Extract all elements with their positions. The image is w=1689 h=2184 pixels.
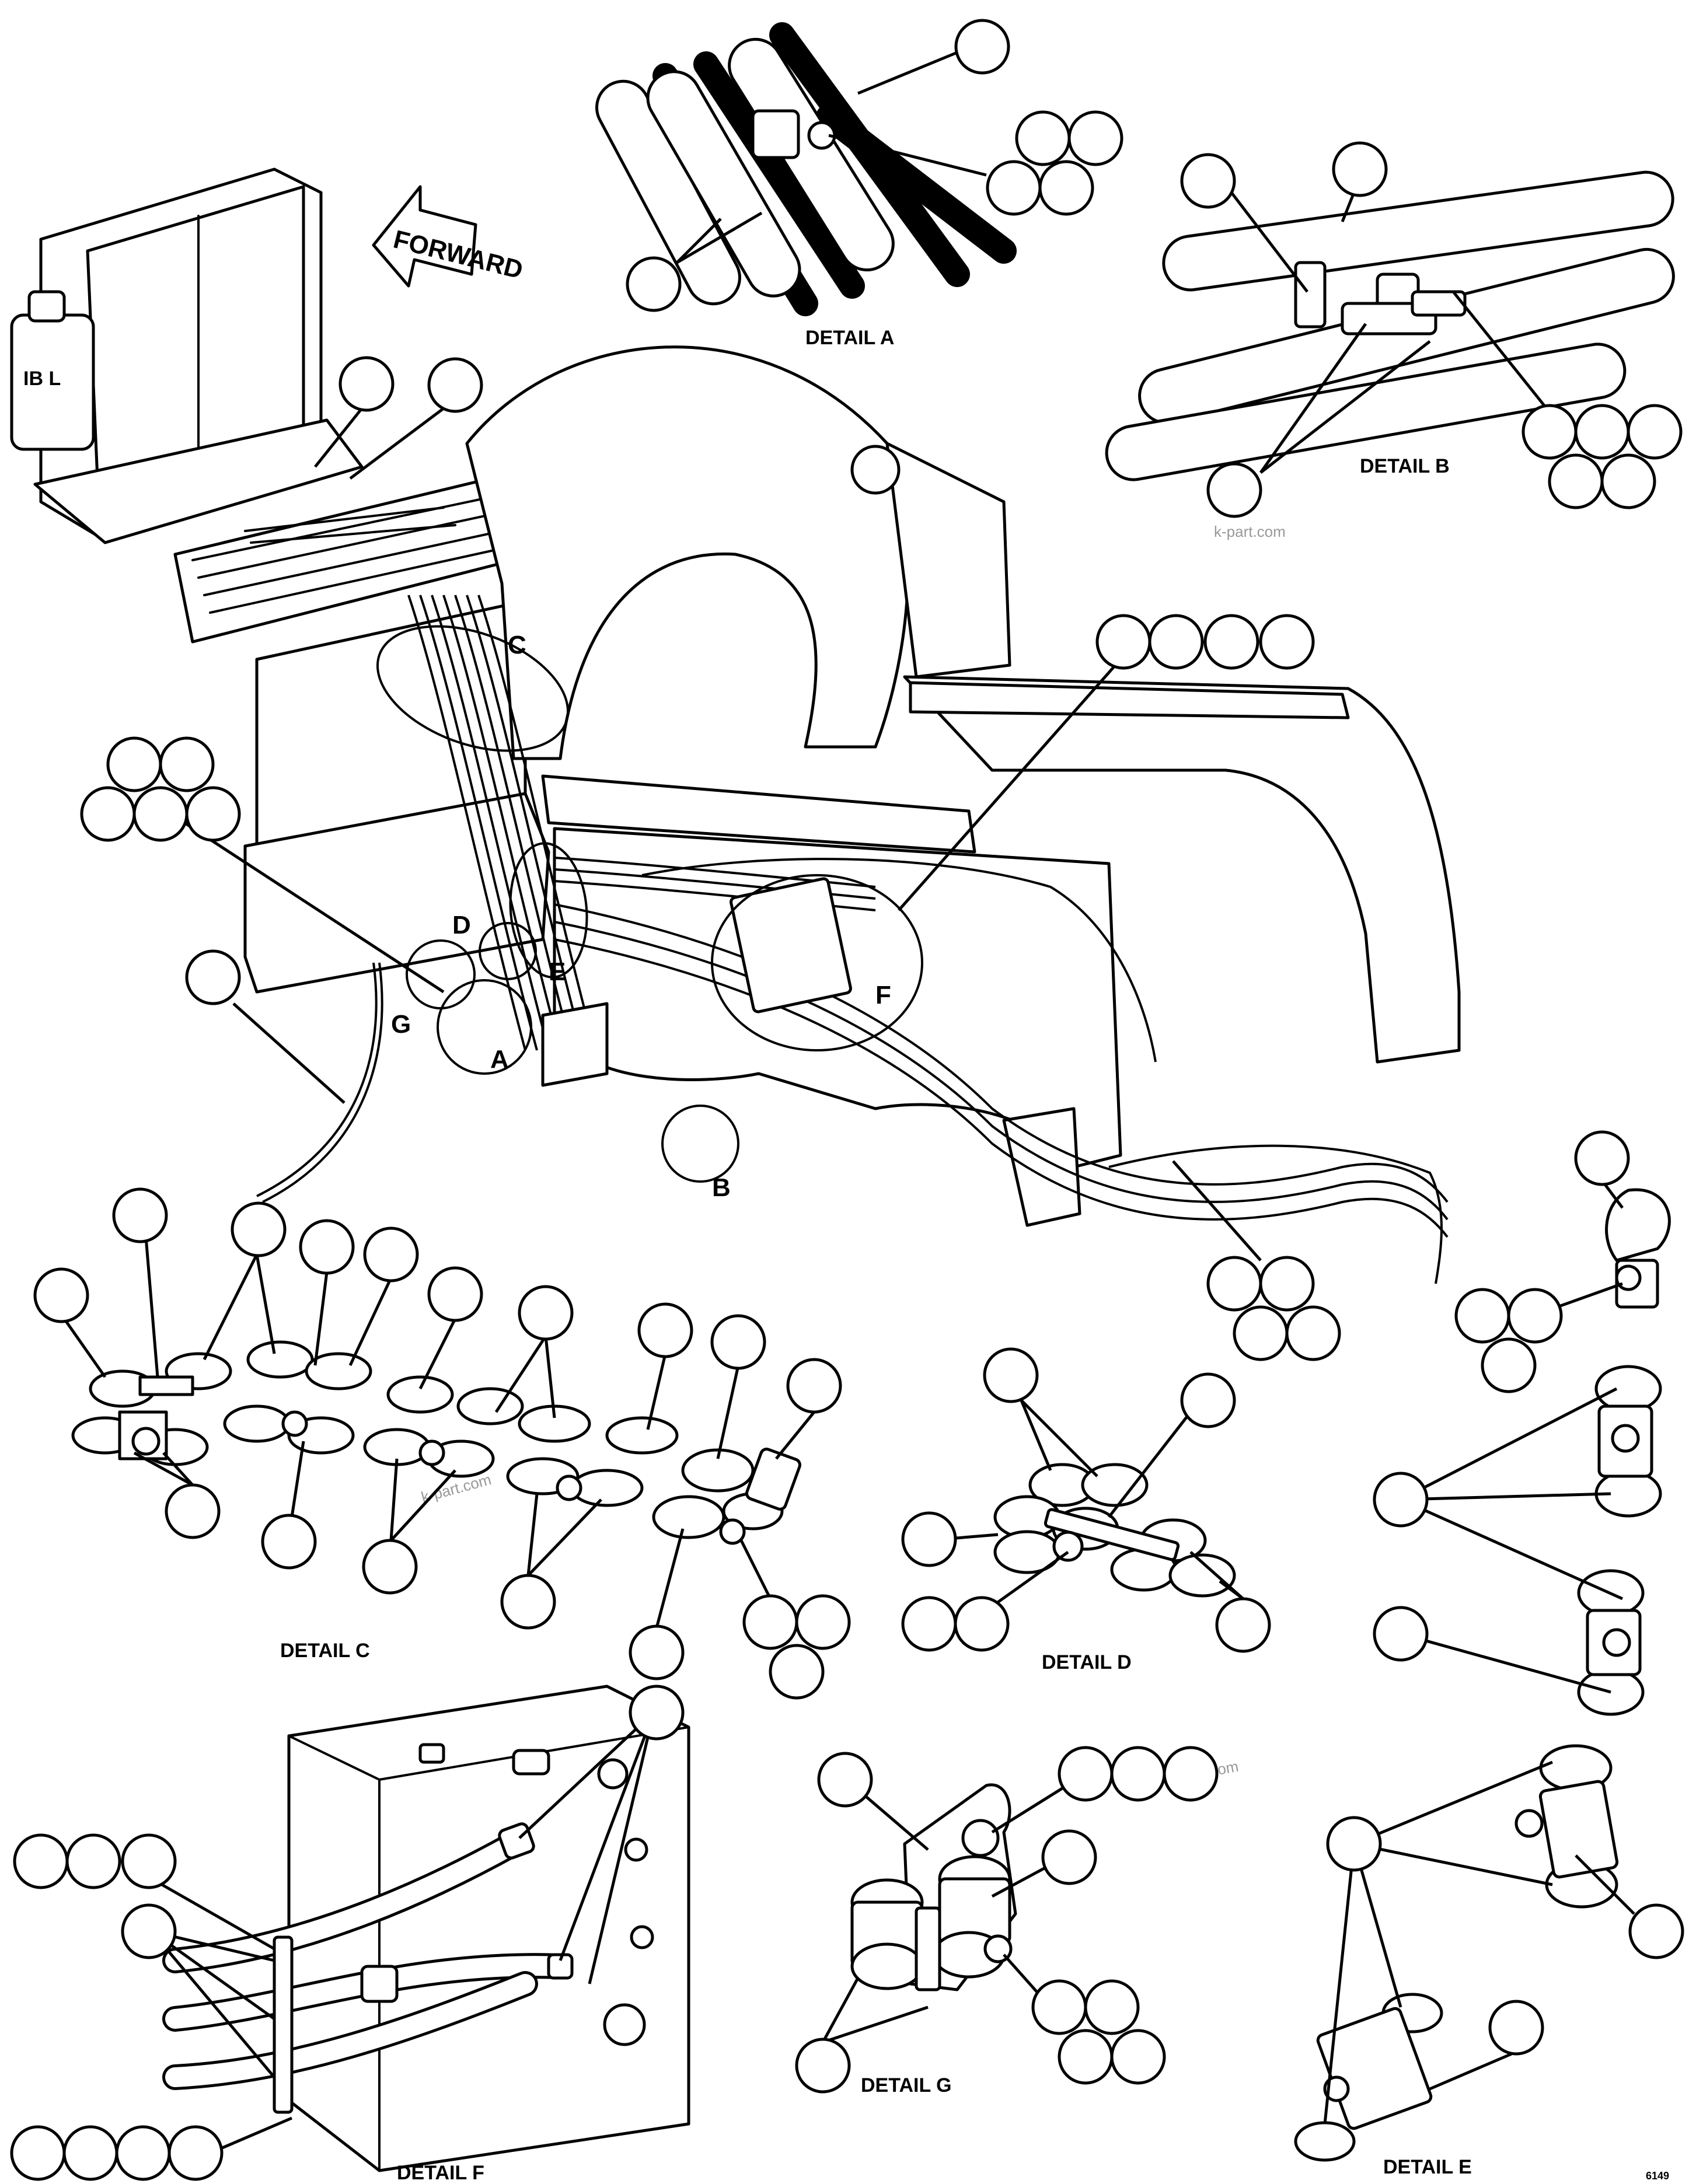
tank-label: IB L bbox=[23, 368, 61, 390]
view-e-label: E bbox=[549, 958, 566, 986]
view-a-label: A bbox=[490, 1045, 509, 1074]
detail-a: DETAIL A bbox=[595, 19, 1123, 349]
detail-b-bubbles bbox=[1180, 141, 1683, 518]
view-b-label: B bbox=[712, 1173, 731, 1202]
forward-arrow: FORWARD bbox=[372, 185, 526, 288]
detail-g-clamp: k-part.com bbox=[850, 1757, 1240, 1991]
detail-b-hoses bbox=[1105, 170, 1675, 481]
detail-f: DETAIL F bbox=[10, 1685, 690, 2184]
view-indicators: C D E F G A B bbox=[376, 625, 923, 1202]
main-frame bbox=[243, 345, 1461, 1227]
detail-c: k-part.com bbox=[33, 1187, 851, 1700]
detail-g-bubbles bbox=[795, 1746, 1219, 2094]
view-d-label: D bbox=[452, 911, 471, 939]
detail-e-bubbles bbox=[1323, 1760, 1684, 2124]
detail-g: k-part.com DETAIL G bbox=[795, 1746, 1240, 2096]
detail-e-caption: DETAIL E bbox=[1383, 2156, 1472, 2178]
double-clamp-pair bbox=[1373, 1365, 1662, 1716]
detail-a-caption: DETAIL A bbox=[805, 327, 894, 349]
detail-e-clamp bbox=[1294, 1744, 1619, 2162]
figure-id: 6149 bbox=[1646, 2170, 1669, 2182]
detail-b: DETAIL B k-part.com bbox=[1105, 141, 1683, 540]
view-g-label: G bbox=[391, 1010, 411, 1039]
detail-e: DETAIL E bbox=[1294, 1744, 1684, 2178]
detail-f-valve bbox=[162, 1685, 690, 2172]
detail-d-clamp bbox=[993, 1463, 1236, 1598]
main-view-bubbles bbox=[80, 356, 1341, 1361]
view-c-label: C bbox=[508, 631, 526, 659]
detail-d: DETAIL D bbox=[901, 1347, 1271, 1673]
detail-c-clamps: k-part.com bbox=[71, 1340, 801, 1545]
detail-f-caption: DETAIL F bbox=[397, 2162, 484, 2184]
detail-c-caption: DETAIL C bbox=[280, 1640, 370, 1662]
detail-a-bubbles bbox=[626, 19, 1123, 312]
cooler-assembly: IB L bbox=[10, 167, 515, 644]
view-f-label: F bbox=[875, 981, 891, 1009]
detail-a-hoses bbox=[595, 22, 1017, 316]
detail-d-bubbles bbox=[901, 1347, 1271, 1653]
detail-f-bubbles bbox=[10, 1685, 685, 2181]
watermark-b: k-part.com bbox=[1214, 523, 1286, 540]
detail-d-caption: DETAIL D bbox=[1042, 1651, 1132, 1673]
detail-b-caption: DETAIL B bbox=[1360, 455, 1450, 477]
single-clamp bbox=[1454, 1130, 1671, 1393]
detail-c-bubbles bbox=[33, 1187, 851, 1700]
detail-g-caption: DETAIL G bbox=[861, 2074, 952, 2096]
